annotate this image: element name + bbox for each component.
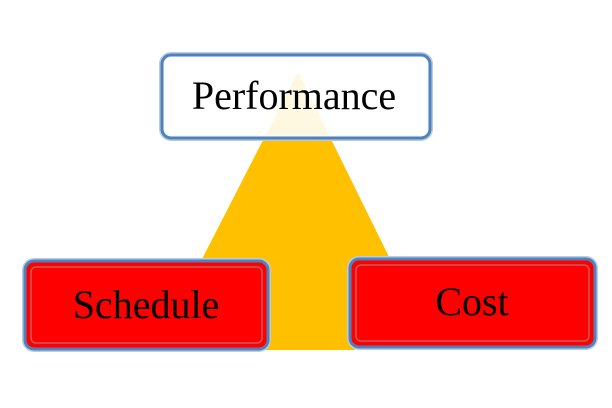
performance-box-frame [160,53,432,140]
cost-box[interactable]: Cost [347,256,598,350]
triangle-shape [200,72,392,350]
schedule-box[interactable]: Schedule [22,258,271,352]
cost-label: Cost [435,279,508,324]
performance-box[interactable]: Performance [159,52,433,141]
schedule-box-inner-border [30,266,263,344]
performance-label: Performance [192,73,396,118]
schedule-box-frame [23,259,270,351]
schedule-label: Schedule [73,282,220,327]
cost-box-inner-border [355,264,590,342]
cost-box-frame [348,257,597,349]
